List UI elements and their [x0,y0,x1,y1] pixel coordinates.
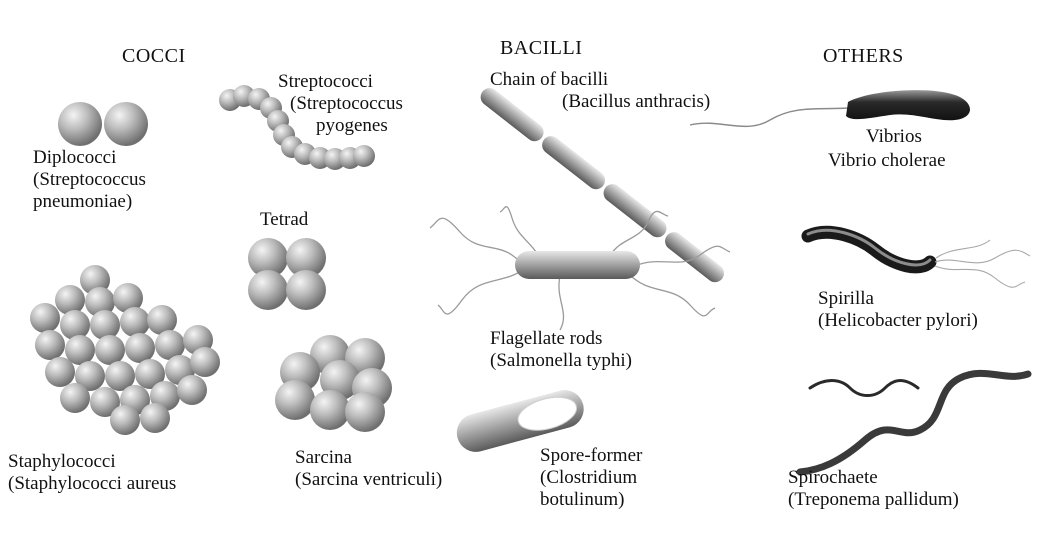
vibrios-example: Vibrio cholerae [828,150,946,172]
tetrad-illustration [248,238,326,310]
spirilla-example: (Helicobacter pylori) [818,310,978,332]
spore-former-name: Spore-former [540,445,642,467]
vibrio-illustration [690,90,970,126]
streptococci-example-line1: (Streptococcus [278,93,403,115]
staphylococci-label: Staphylococci (Staphylococci aureus [8,451,176,495]
spirilla-illustration [808,230,1030,287]
cocci-heading: COCCI [122,45,186,67]
others-heading: OTHERS [823,45,904,67]
vibrios-name: Vibrios [866,126,922,148]
vibrios-label: Vibrios [866,126,922,148]
diplococci-label: Diplococci (Streptococcus pneumoniae) [33,147,146,213]
spirilla-name: Spirilla [818,288,978,310]
diplococci-illustration [58,102,148,146]
spore-former-example-line2: botulinum) [540,489,642,511]
spore-former-label: Spore-former (Clostridium botulinum) [540,445,642,511]
sarcina-name: Sarcina [295,447,442,469]
diplococci-example-line1: (Streptococcus [33,169,146,191]
bacilli-heading: BACILLI [500,37,582,59]
spirilla-label: Spirilla (Helicobacter pylori) [818,288,978,332]
spirochaete-name: Spirochaete [788,467,959,489]
chain-of-bacilli-label: Chain of bacilli (Bacillus anthracis) [490,69,710,113]
diplococci-name: Diplococci [33,147,146,169]
sarcina-label: Sarcina (Sarcina ventriculi) [295,447,442,491]
staphylococci-illustration [30,265,220,435]
streptococci-name: Streptococci [278,71,403,93]
staphylococci-example: (Staphylococci aureus [8,473,176,495]
spirochaete-illustration [800,373,1028,472]
flagellate-rods-example: (Salmonella typhi) [490,350,632,372]
sarcina-illustration [275,335,392,432]
spirochaete-example: (Treponema pallidum) [788,489,959,511]
diplococci-example-line2: pneumoniae) [33,191,146,213]
sarcina-example: (Sarcina ventriculi) [295,469,442,491]
flagellate-rod-illustration [430,207,730,330]
staphylococci-name: Staphylococci [8,451,176,473]
tetrad-label: Tetrad [260,209,308,231]
spore-former-example-line1: (Clostridium [540,467,642,489]
streptococci-example-line2: pyogenes [278,115,403,137]
flagellate-rods-label: Flagellate rods (Salmonella typhi) [490,328,632,372]
streptococci-label: Streptococci (Streptococcus pyogenes [278,71,403,137]
flagellate-rods-name: Flagellate rods [490,328,632,350]
spirochaete-label: Spirochaete (Treponema pallidum) [788,467,959,511]
chain-of-bacilli-name: Chain of bacilli [490,69,710,91]
chain-of-bacilli-example: (Bacillus anthracis) [490,91,710,113]
